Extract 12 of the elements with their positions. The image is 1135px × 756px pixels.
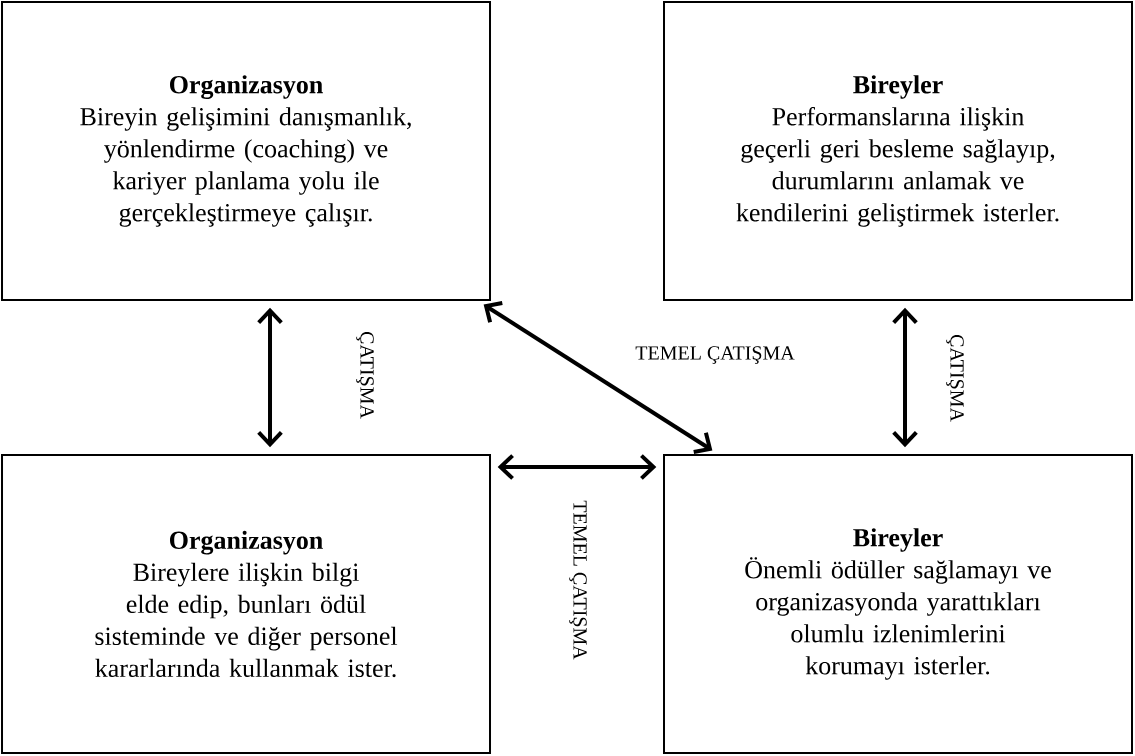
double-arrow [497,454,657,480]
edge-label: ÇATIŞMA [354,329,376,421]
edge-label: TEMEL ÇATIŞMA [633,344,797,366]
double-arrow [483,301,713,454]
double-arrow [257,307,283,448]
text-box: Organizasyon Bireyin gelişimini danışmanlık, yönlendirme (coaching) ve kariyer planlama yolu ile gerçekleştirmeye çalışır. [1,1,491,301]
text-box: Organizasyon Bireylere ilişkin bilgi elde edip, bunları ödül sisteminde ve diğer personel kararlarında kullanmak ister. [1,454,491,754]
double-arrow [892,307,918,448]
edge-label: TEMEL ÇATIŞMA [567,498,589,662]
text-box: Bireyler Önemli ödüller sağlamayı ve organizasyonda yarattıkları olumlu izlenimlerini korumayı isterler. [663,454,1133,754]
text-box: Bireyler Performanslarına ilişkin geçerli geri besleme sağlayıp, durumlarını anlamak ve kendilerini geliştirmek isterler. [663,1,1133,301]
edge-label: ÇATIŞMA [944,332,966,424]
